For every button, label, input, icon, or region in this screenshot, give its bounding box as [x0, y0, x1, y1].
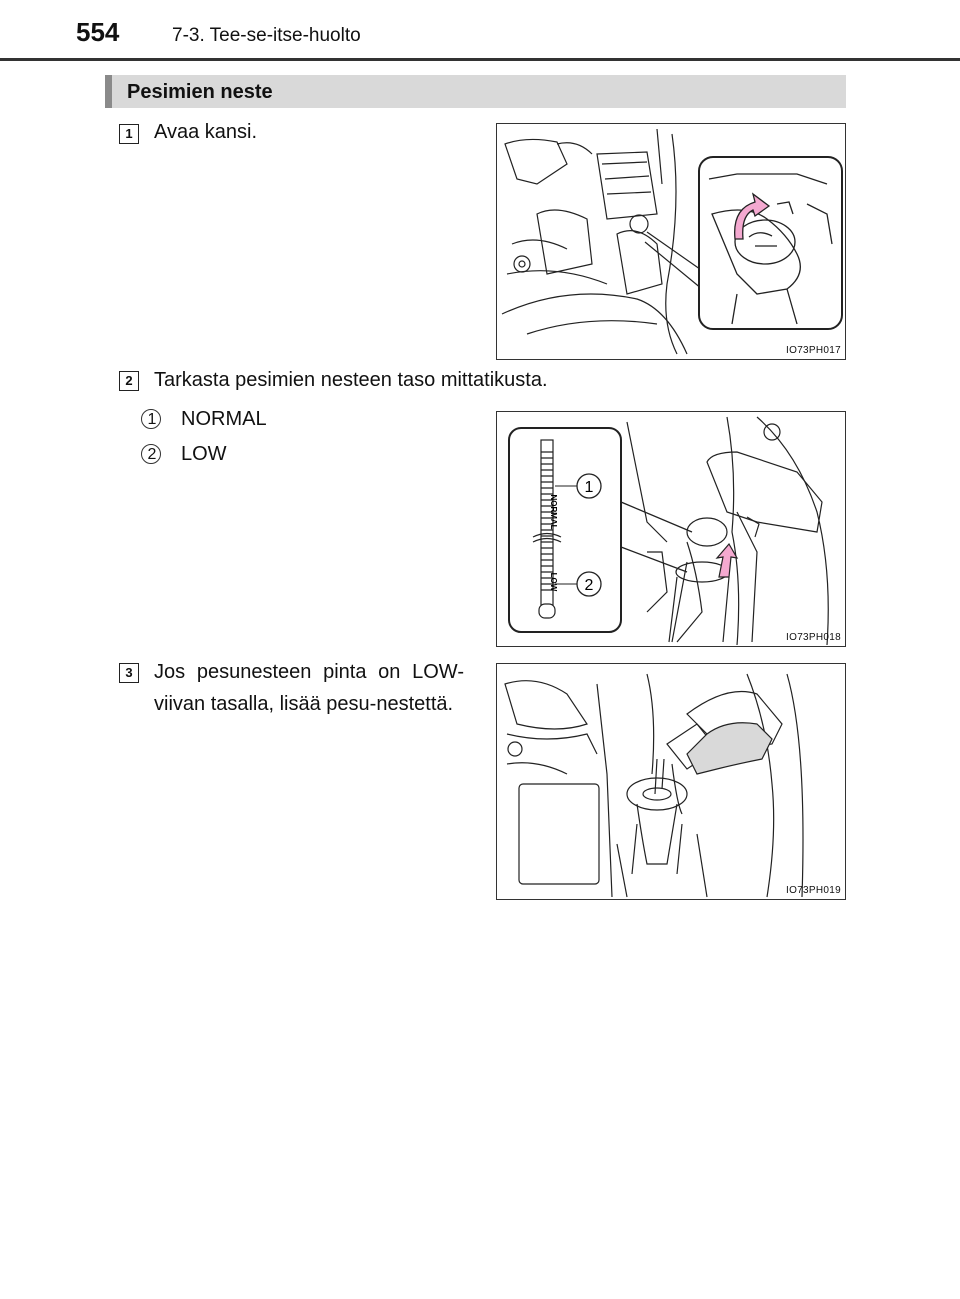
up-arrow-icon [715, 542, 739, 578]
sub-item-label-low: LOW [181, 443, 227, 465]
page-number: 554 [76, 17, 120, 47]
open-arrow-icon [734, 192, 771, 240]
callout-circle-1 [576, 473, 602, 499]
figure-open-cap: IO73PH017 [496, 123, 846, 360]
header-rule [0, 58, 960, 61]
step-3-text: Jos pesunesteen pinta on LOW-viivan tasa… [154, 661, 464, 715]
dipstick-normal-mark: NORMAL [549, 494, 558, 529]
sub-item-number-1: 1 [141, 409, 161, 429]
figure-add-fluid: IO73PH019 [496, 663, 846, 900]
callout-2: 2 [585, 577, 594, 594]
dipstick-illustration: NORMAL LOW 1 2 [508, 416, 829, 645]
figure-code-3: IO73PH019 [786, 885, 841, 896]
callout-circle-2 [576, 571, 602, 597]
step-number-1: 1 [119, 124, 139, 144]
section-ribbon [105, 75, 112, 108]
callout-1: 1 [585, 479, 594, 496]
sub-item-label-normal: NORMAL [181, 408, 267, 430]
section-title-bar: Pesimien neste [105, 75, 846, 108]
step-number-2: 2 [119, 371, 139, 391]
dipstick-low-mark: LOW [549, 573, 558, 592]
step-2-text: Tarkasta pesimien nesteen taso mittatiku… [154, 369, 548, 391]
section-path: 7-3. Tee-se-itse-huolto [172, 25, 361, 46]
step-1-text: Avaa kansi. [154, 121, 258, 143]
step-number-3: 3 [119, 663, 139, 683]
add-fluid-illustration [504, 673, 804, 898]
washer-cap-illustration [501, 128, 843, 355]
figure-dipstick: NORMAL LOW 1 2 IO73PH018 [496, 411, 846, 647]
section-title: Pesimien neste [127, 81, 273, 103]
figure-code-1: IO73PH017 [786, 345, 841, 356]
sub-item-number-2: 2 [141, 444, 161, 464]
figure-code-2: IO73PH018 [786, 632, 841, 643]
